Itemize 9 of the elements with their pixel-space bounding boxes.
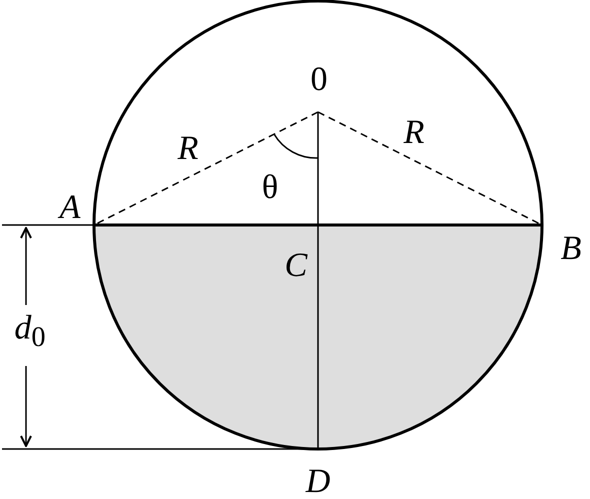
point-label: A [60, 191, 80, 225]
point-label: 0 [310, 63, 328, 97]
point-label: C [284, 249, 308, 283]
dimension-label: d$_{0}$ [14, 311, 46, 353]
radius-label: R [404, 116, 424, 150]
point-label: B [560, 232, 582, 266]
point-label: D [306, 465, 330, 499]
radius-label: R [178, 132, 198, 166]
angle-label: θ [262, 171, 278, 205]
